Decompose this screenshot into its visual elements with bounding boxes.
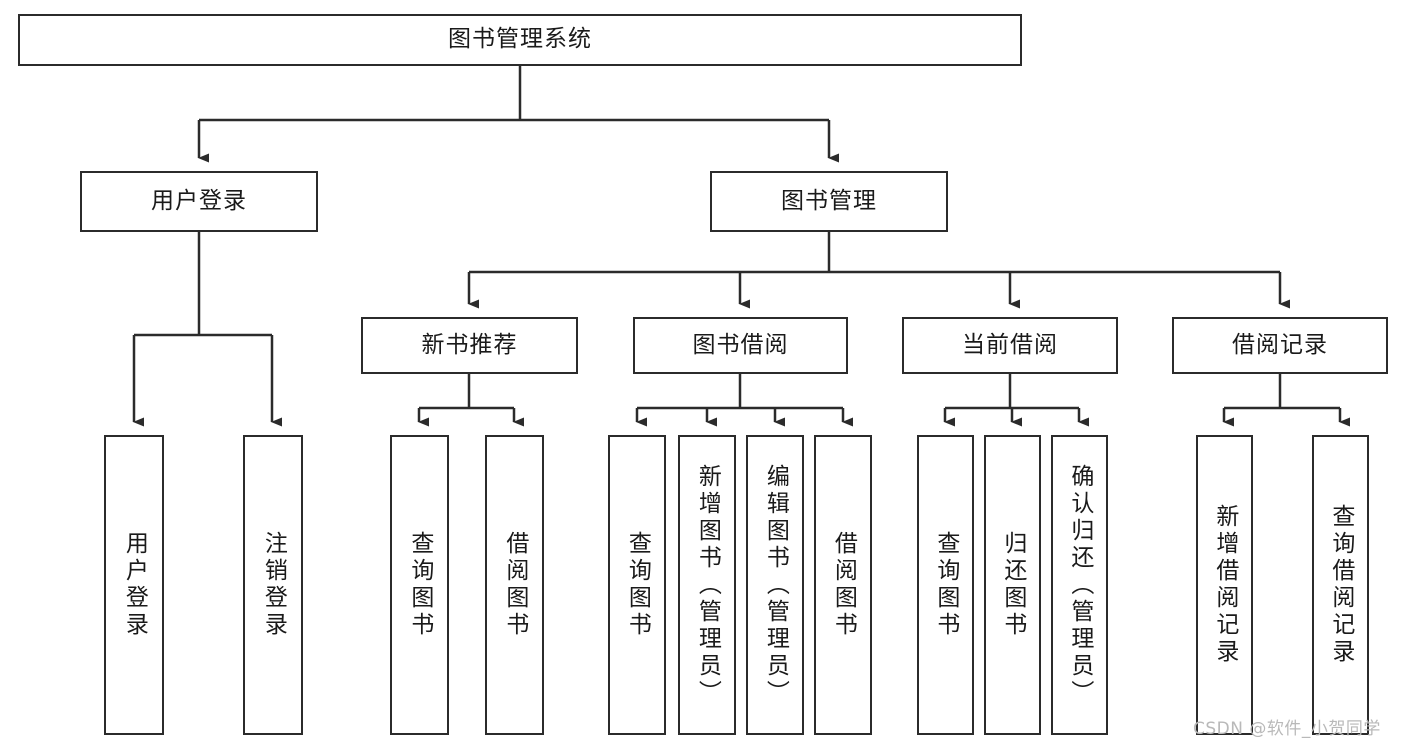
node-label: 查询图书 [932,531,959,639]
node-label: 图书管理系统 [448,26,592,53]
node-label: 查询图书 [406,531,433,639]
node-label: 借阅图书 [501,531,528,639]
node-label: 图书管理 [781,187,877,214]
node-label: 确认归还（管理员） [1066,463,1093,707]
node-leaf-cur-1[interactable]: 查询图书 [917,435,974,735]
node-label: 用户登录 [151,187,247,214]
node-label: 借阅图书 [830,531,857,639]
watermark-label: CSDN @软件_小贺同学 [1193,719,1381,739]
node-label: 图书借阅 [692,331,789,358]
node-leaf-bor-4[interactable]: 借阅图书 [814,435,872,735]
node-leaf-rec-2[interactable]: 查询借阅记录 [1312,435,1369,735]
node-label: 编辑图书（管理员） [762,463,789,707]
node-label: 新增图书（管理员） [694,463,721,707]
node-root[interactable]: 图书管理系统 [18,14,1022,66]
node-leaf-login-1[interactable]: 用户登录 [104,435,164,735]
node-records[interactable]: 借阅记录 [1172,317,1388,374]
node-leaf-new-2[interactable]: 借阅图书 [485,435,544,735]
node-leaf-cur-3[interactable]: 确认归还（管理员） [1051,435,1108,735]
node-bookmgmt[interactable]: 图书管理 [710,171,948,232]
node-leaf-new-1[interactable]: 查询图书 [390,435,449,735]
node-leaf-rec-1[interactable]: 新增借阅记录 [1196,435,1253,735]
node-leaf-bor-2[interactable]: 新增图书（管理员） [678,435,736,735]
node-label: 当前借阅 [962,331,1058,358]
node-label: 新书推荐 [421,331,518,358]
node-label: 用户登录 [121,531,148,639]
node-label: 借阅记录 [1232,331,1328,358]
node-label: 归还图书 [999,531,1026,639]
node-leaf-cur-2[interactable]: 归还图书 [984,435,1041,735]
node-newbooks[interactable]: 新书推荐 [361,317,578,374]
node-leaf-login-2[interactable]: 注销登录 [243,435,303,735]
node-label: 查询借阅记录 [1327,504,1354,666]
node-leaf-bor-3[interactable]: 编辑图书（管理员） [746,435,804,735]
node-borrow[interactable]: 图书借阅 [633,317,848,374]
node-label: 注销登录 [260,531,287,639]
node-label: 新增借阅记录 [1211,504,1238,666]
node-login[interactable]: 用户登录 [80,171,318,232]
node-current[interactable]: 当前借阅 [902,317,1118,374]
node-label: 查询图书 [624,531,651,639]
node-leaf-bor-1[interactable]: 查询图书 [608,435,666,735]
